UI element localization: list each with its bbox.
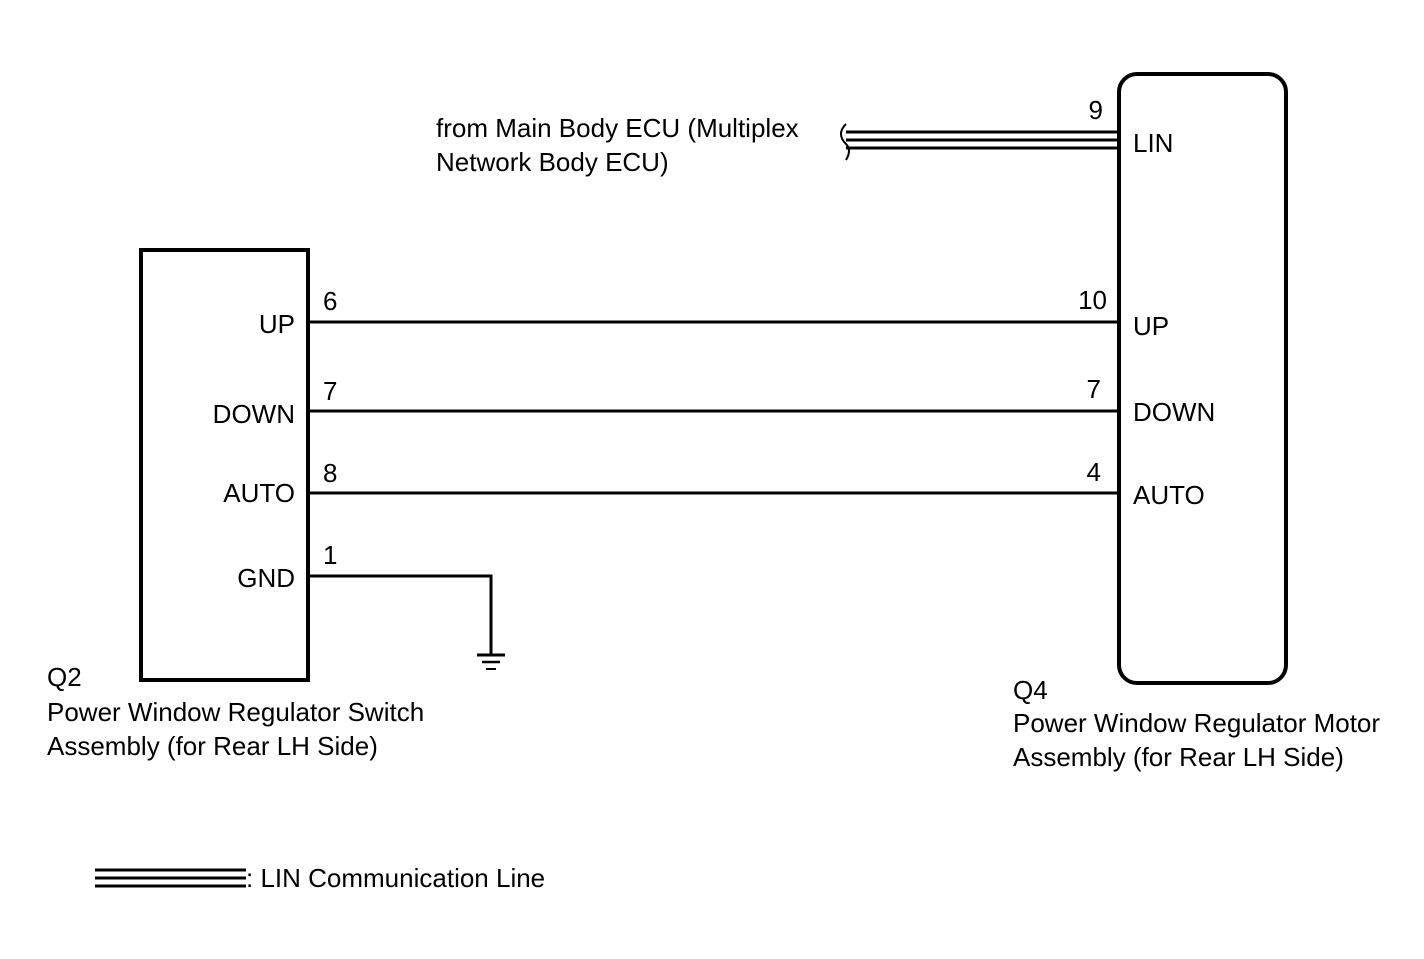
connector-break-mark — [840, 123, 850, 161]
motor-terminal-down: DOWN — [1133, 397, 1215, 427]
switch-assembly-code: Q2 — [47, 662, 82, 692]
motor-pin-up: 10 — [1078, 285, 1107, 315]
switch-terminal-gnd: GND — [237, 563, 295, 593]
switch-pin-gnd: 1 — [323, 540, 337, 570]
lin-source-label-line1: from Main Body ECU (Multiplex — [436, 113, 799, 143]
motor-pin-auto: 4 — [1087, 457, 1101, 487]
motor-pin-down: 7 — [1087, 374, 1101, 404]
switch-assembly-box — [139, 248, 310, 682]
switch-pin-up: 6 — [323, 286, 337, 316]
wire-gnd — [308, 574, 493, 655]
motor-pin-lin: 9 — [1089, 95, 1103, 125]
switch-assembly-name-line1: Power Window Regulator Switch — [47, 697, 424, 727]
switch-terminal-auto: AUTO — [223, 478, 295, 508]
motor-assembly-name-line2: Assembly (for Rear LH Side) — [1013, 742, 1344, 772]
motor-terminal-auto: AUTO — [1133, 480, 1205, 510]
motor-assembly-code: Q4 — [1013, 675, 1048, 705]
lin-source-label-line2: Network Body ECU) — [436, 147, 669, 177]
legend-lin-line-symbol — [95, 868, 246, 888]
motor-terminal-up: UP — [1133, 311, 1169, 341]
switch-terminal-down: DOWN — [213, 399, 295, 429]
switch-pin-down: 7 — [323, 376, 337, 406]
motor-terminal-lin: LIN — [1133, 128, 1173, 158]
ground-icon — [477, 653, 505, 670]
motor-assembly-name-line1: Power Window Regulator Motor — [1013, 708, 1380, 738]
switch-pin-auto: 8 — [323, 458, 337, 488]
switch-assembly-name-line2: Assembly (for Rear LH Side) — [47, 731, 378, 761]
legend-label: : LIN Communication Line — [246, 863, 545, 893]
lin-communication-line — [840, 123, 1119, 161]
motor-assembly-box — [1117, 72, 1288, 685]
switch-terminal-up: UP — [259, 309, 295, 339]
